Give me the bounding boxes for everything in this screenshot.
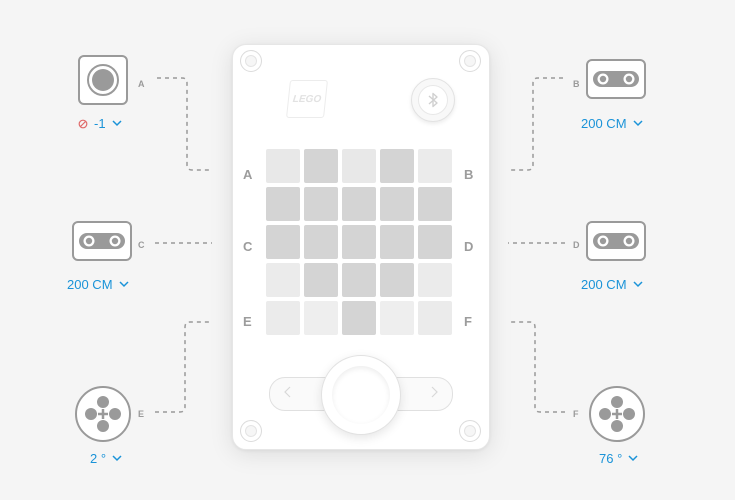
matrix-pixel (304, 149, 338, 183)
matrix-pixel (418, 225, 452, 259)
matrix-pixel (266, 149, 300, 183)
matrix-pixel (380, 225, 414, 259)
hub-port-label-a: A (243, 167, 253, 182)
screw-top-right (459, 50, 481, 72)
device-port-b[interactable] (586, 59, 646, 99)
distance-sensor-icon (593, 233, 639, 249)
matrix-pixel (266, 301, 300, 335)
lego-logo-text: LEGO (292, 93, 322, 105)
matrix-pixel (266, 263, 300, 297)
device-port-letter-e: E (138, 409, 145, 419)
matrix-pixel (380, 187, 414, 221)
connector-b (508, 77, 563, 171)
matrix-pixel (380, 263, 414, 297)
force-sensor-icon (87, 64, 119, 96)
hub-port-label-e: E (243, 314, 252, 329)
distance-sensor-icon (79, 233, 125, 249)
device-port-letter-b: B (573, 79, 580, 89)
chevron-down-icon (119, 281, 129, 288)
device-value-text-c: 200 CM (67, 277, 113, 292)
matrix-pixel (266, 187, 300, 221)
matrix-pixel (342, 149, 376, 183)
connector-f (508, 321, 565, 413)
device-port-c[interactable] (72, 221, 132, 261)
matrix-pixel (304, 187, 338, 221)
screw-top-left (240, 50, 262, 72)
screw-bottom-left (240, 420, 262, 442)
motor-icon (599, 396, 635, 432)
matrix-pixel (304, 225, 338, 259)
device-value-text-b: 200 CM (581, 116, 627, 131)
hub-port-label-f: F (464, 314, 472, 329)
matrix-pixel (342, 225, 376, 259)
center-button[interactable] (321, 355, 401, 435)
device-value-text-a: -1 (94, 116, 106, 131)
device-port-letter-f: F (573, 409, 579, 419)
matrix-pixel (380, 149, 414, 183)
matrix-pixel (380, 301, 414, 335)
chevron-down-icon (112, 455, 122, 462)
device-value-f[interactable]: 76 ° (599, 451, 638, 466)
device-port-a[interactable] (78, 55, 128, 105)
hub-port-label-d: D (464, 239, 474, 254)
motor-icon (85, 396, 121, 432)
matrix-pixel (418, 187, 452, 221)
matrix-pixel (418, 301, 452, 335)
bluetooth-button[interactable] (411, 78, 455, 122)
device-port-f[interactable] (589, 386, 645, 442)
device-port-letter-a: A (138, 79, 145, 89)
device-value-e[interactable]: 2 ° (90, 451, 122, 466)
device-value-b[interactable]: 200 CM (581, 116, 643, 131)
chevron-down-icon (633, 120, 643, 127)
left-arrow-icon[interactable] (281, 385, 295, 399)
connector-e (155, 321, 212, 413)
chevron-down-icon (633, 281, 643, 288)
lego-logo: LEGO (286, 80, 328, 118)
right-arrow-icon[interactable] (427, 385, 441, 399)
matrix-pixel (418, 149, 452, 183)
chevron-down-icon (628, 455, 638, 462)
device-value-d[interactable]: 200 CM (581, 277, 643, 292)
bluetooth-icon (428, 92, 438, 108)
hub-port-label-b: B (464, 167, 474, 182)
matrix-pixel (342, 301, 376, 335)
device-value-text-f: 76 ° (599, 451, 623, 466)
device-port-e[interactable] (75, 386, 131, 442)
matrix-pixel (304, 263, 338, 297)
hub-port-label-c: C (243, 239, 253, 254)
device-port-d[interactable] (586, 221, 646, 261)
matrix-pixel (342, 263, 376, 297)
disconnected-icon (78, 119, 88, 128)
matrix-pixel (266, 225, 300, 259)
screw-bottom-right (459, 420, 481, 442)
device-value-text-d: 200 CM (581, 277, 627, 292)
chevron-down-icon (112, 120, 122, 127)
device-port-letter-d: D (573, 240, 580, 250)
matrix-pixel (342, 187, 376, 221)
connector-a (157, 77, 212, 171)
distance-sensor-icon (593, 71, 639, 87)
matrix-pixel (304, 301, 338, 335)
device-value-c[interactable]: 200 CM (67, 277, 129, 292)
device-value-text-e: 2 ° (90, 451, 107, 466)
device-port-letter-c: C (138, 240, 145, 250)
matrix-pixel (418, 263, 452, 297)
device-value-a[interactable]: -1 (78, 116, 122, 131)
